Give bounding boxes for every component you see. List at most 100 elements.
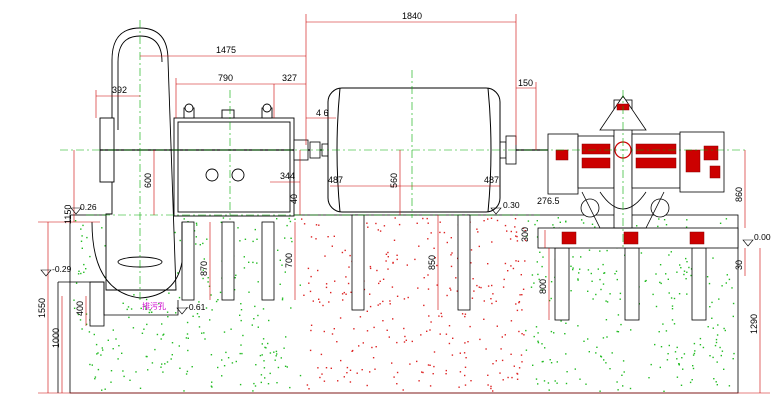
concrete-speckle: [483, 300, 485, 302]
concrete-speckle: [331, 245, 333, 247]
concrete-speckle: [102, 349, 104, 351]
concrete-speckle: [480, 286, 482, 289]
concrete-speckle: [254, 385, 257, 387]
concrete-speckle: [260, 381, 262, 384]
concrete-speckle: [668, 292, 670, 294]
concrete-speckle: [221, 359, 223, 361]
concrete-speckle: [369, 265, 372, 268]
concrete-speckle: [709, 306, 711, 308]
concrete-speckle: [681, 357, 683, 359]
concrete-speckle: [219, 291, 222, 294]
concrete-speckle: [619, 298, 621, 300]
concrete-speckle: [465, 357, 467, 359]
concrete-speckle: [541, 265, 543, 268]
concrete-speckle: [263, 367, 266, 369]
concrete-speckle: [590, 272, 592, 275]
concrete-speckle: [686, 293, 688, 295]
concrete-speckle: [430, 232, 432, 234]
concrete-speckle: [88, 331, 91, 333]
concrete-speckle: [577, 278, 579, 280]
concrete-speckle: [535, 378, 538, 380]
concrete-speckle: [133, 294, 135, 296]
concrete-speckle: [678, 363, 680, 365]
concrete-speckle: [616, 278, 618, 281]
concrete-speckle: [207, 281, 209, 283]
concrete-speckle: [392, 262, 394, 264]
concrete-speckle: [267, 342, 269, 345]
concrete-speckle: [686, 219, 688, 221]
concrete-speckle: [217, 366, 219, 369]
concrete-speckle: [260, 374, 263, 376]
concrete-speckle: [366, 384, 368, 387]
concrete-speckle: [659, 366, 661, 369]
concrete-speckle: [145, 308, 147, 310]
concrete-speckle: [495, 360, 497, 362]
concrete-speckle: [622, 360, 625, 362]
concrete-speckle: [344, 249, 346, 252]
concrete-speckle: [162, 371, 164, 373]
concrete-speckle: [565, 221, 567, 223]
left-box-housing: [173, 103, 295, 217]
concrete-speckle: [550, 281, 553, 283]
concrete-speckle: [257, 281, 259, 283]
concrete-speckle: [448, 325, 451, 327]
concrete-speckle: [178, 296, 181, 299]
concrete-speckle: [690, 274, 692, 277]
concrete-speckle: [81, 247, 83, 249]
concrete-speckle: [356, 372, 358, 374]
concrete-speckle: [187, 349, 189, 352]
concrete-speckle: [240, 309, 243, 311]
concrete-speckle: [317, 367, 319, 369]
concrete-speckle: [450, 254, 452, 256]
concrete-speckle: [222, 217, 225, 219]
concrete-speckle: [694, 350, 696, 352]
concrete-speckle: [525, 239, 527, 242]
concrete-speckle: [654, 343, 656, 346]
concrete-speckle: [178, 345, 180, 347]
concrete-speckle: [537, 340, 539, 342]
dim-276-5: 276.5: [537, 196, 560, 206]
concrete-speckle: [279, 283, 281, 285]
concrete-speckle: [445, 333, 448, 335]
dim-400: 400: [75, 301, 85, 316]
concrete-speckle: [464, 374, 466, 377]
concrete-speckle: [205, 307, 208, 309]
concrete-speckle: [603, 359, 605, 361]
concrete-speckle: [676, 376, 679, 378]
concrete-speckle: [659, 281, 661, 284]
concrete-speckle: [490, 385, 492, 388]
concrete-speckle: [514, 218, 517, 220]
concrete-speckle: [244, 238, 247, 240]
concrete-speckle: [248, 291, 250, 293]
dim-800: 800: [538, 279, 548, 294]
concrete-speckle: [521, 309, 523, 311]
concrete-speckle: [241, 352, 243, 355]
concrete-speckle: [85, 313, 88, 315]
concrete-speckle: [538, 278, 540, 281]
concrete-speckle: [459, 352, 461, 354]
concrete-speckle: [492, 363, 494, 365]
concrete-speckle: [396, 295, 399, 297]
concrete-speckle: [699, 344, 702, 346]
concrete-speckle: [521, 361, 523, 363]
concrete-speckle: [308, 282, 310, 284]
concrete-speckle: [565, 382, 568, 385]
concrete-speckle: [491, 241, 493, 243]
concrete-speckle: [603, 272, 606, 274]
concrete-speckle: [391, 362, 393, 364]
concrete-speckle: [418, 380, 420, 382]
concrete-speckle: [277, 249, 279, 251]
concrete-speckle: [599, 390, 601, 392]
concrete-speckle: [163, 333, 165, 335]
concrete-speckle: [619, 292, 622, 295]
concrete-speckle: [379, 303, 381, 305]
concrete-speckle: [663, 219, 666, 221]
concrete-speckle: [565, 353, 567, 355]
concrete-speckle: [544, 347, 546, 349]
level-minus-0-61: -0.61: [186, 302, 206, 312]
concrete-speckle: [211, 386, 213, 388]
concrete-speckle: [318, 224, 320, 226]
concrete-speckle: [450, 289, 452, 291]
concrete-speckle: [479, 338, 481, 341]
